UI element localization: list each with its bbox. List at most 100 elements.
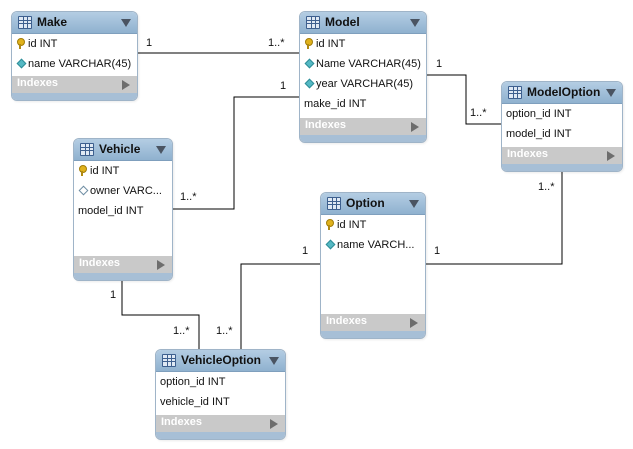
column-row[interactable]: name VARCH... [321, 235, 425, 255]
entity-option[interactable]: Option id INT name VARCH... Indexes [320, 192, 426, 339]
collapse-triangle-icon[interactable] [410, 19, 420, 27]
entity-header[interactable]: Vehicle [74, 139, 172, 161]
entity-title: Vehicle [99, 142, 141, 156]
column-row[interactable]: option_id INT [156, 372, 285, 392]
primary-key-icon [304, 38, 316, 49]
column-text: name VARCH... [337, 239, 415, 251]
column-row[interactable]: id INT [300, 34, 426, 54]
rel-option-vehicleoption[interactable] [240, 263, 320, 349]
column-text: make_id INT [304, 98, 367, 110]
nullable-column-icon [78, 185, 90, 195]
column-row[interactable]: model_id INT [74, 201, 172, 221]
card-model-modeloption-to: 1..* [470, 107, 487, 119]
indexes-section[interactable]: Indexes [321, 314, 425, 338]
nonnull-column-icon [304, 78, 316, 88]
indexes-section[interactable]: Indexes [12, 76, 137, 100]
indexes-label: Indexes [507, 148, 548, 160]
column-text: id INT [28, 38, 58, 50]
indexes-label: Indexes [79, 257, 120, 269]
expand-triangle-icon[interactable] [270, 419, 278, 429]
column-row[interactable]: owner VARC... [74, 181, 172, 201]
expand-triangle-icon[interactable] [157, 260, 165, 270]
table-icon [162, 354, 176, 367]
entity-header[interactable]: Model [300, 12, 426, 34]
entity-model[interactable]: Model id INT Name VARCHAR(45) year VARCH… [299, 11, 427, 143]
indexes-section[interactable]: Indexes [156, 415, 285, 439]
entity-vehicle[interactable]: Vehicle id INT owner VARC... model_id IN… [73, 138, 173, 281]
column-text: Name VARCHAR(45) [316, 58, 421, 70]
card-make-model-to: 1..* [268, 37, 285, 49]
card-model-vehicle-from: 1 [280, 80, 287, 92]
nonnull-column-icon [16, 58, 28, 68]
table-icon [18, 16, 32, 29]
column-text: option_id INT [160, 376, 226, 388]
column-row[interactable]: Name VARCHAR(45) [300, 54, 426, 74]
indexes-section[interactable]: Indexes [502, 147, 622, 171]
column-text: model_id INT [78, 205, 144, 217]
entity-modeloption[interactable]: ModelOption option_id INT model_id INT I… [501, 81, 623, 172]
column-row[interactable]: model_id INT [502, 124, 622, 144]
expand-triangle-icon[interactable] [411, 122, 419, 132]
column-text: id INT [337, 219, 367, 231]
table-icon [80, 143, 94, 156]
entity-title: VehicleOption [181, 353, 262, 367]
expand-triangle-icon[interactable] [410, 318, 418, 328]
entity-header[interactable]: VehicleOption [156, 350, 285, 372]
entity-title: Option [346, 196, 385, 210]
card-make-model-from: 1 [146, 37, 153, 49]
card-option-vehicleoption-from: 1 [302, 245, 309, 257]
entity-header[interactable]: Option [321, 193, 425, 215]
indexes-label: Indexes [326, 315, 367, 327]
column-text: name VARCHAR(45) [28, 58, 132, 70]
rel-model-modeloption[interactable] [426, 74, 501, 125]
rel-model-vehicle[interactable] [172, 96, 299, 210]
primary-key-icon [325, 219, 337, 230]
card-model-vehicle-to: 1..* [180, 191, 197, 203]
card-model-modeloption-from: 1 [436, 58, 443, 70]
collapse-triangle-icon[interactable] [269, 357, 279, 365]
table-icon [327, 197, 341, 210]
primary-key-icon [16, 38, 28, 49]
indexes-label: Indexes [161, 416, 202, 428]
column-text: option_id INT [506, 108, 572, 120]
collapse-triangle-icon[interactable] [121, 19, 131, 27]
table-icon [306, 16, 320, 29]
rel-option-modeloption[interactable] [425, 172, 563, 265]
collapse-triangle-icon[interactable] [606, 89, 616, 97]
column-text: id INT [90, 165, 120, 177]
column-text: year VARCHAR(45) [316, 78, 413, 90]
column-row[interactable]: name VARCHAR(45) [12, 54, 137, 74]
column-row[interactable]: id INT [74, 161, 172, 181]
column-text: vehicle_id INT [160, 396, 230, 408]
rel-vehicle-vehicleoption[interactable] [121, 280, 200, 349]
column-row[interactable]: option_id INT [502, 104, 622, 124]
expand-triangle-icon[interactable] [607, 151, 615, 161]
entity-header[interactable]: ModelOption [502, 82, 622, 104]
column-text: id INT [316, 38, 346, 50]
expand-triangle-icon[interactable] [122, 80, 130, 90]
primary-key-icon [78, 165, 90, 176]
card-option-modeloption-from: 1 [434, 245, 441, 257]
card-option-modeloption-to: 1..* [538, 181, 555, 193]
collapse-triangle-icon[interactable] [156, 146, 166, 154]
table-icon [508, 86, 522, 99]
collapse-triangle-icon[interactable] [409, 200, 419, 208]
column-row[interactable]: id INT [321, 215, 425, 235]
entity-title: ModelOption [527, 85, 601, 99]
column-row[interactable]: vehicle_id INT [156, 392, 285, 412]
nonnull-column-icon [304, 58, 316, 68]
column-row[interactable]: id INT [12, 34, 137, 54]
column-text: owner VARC... [90, 185, 162, 197]
entity-vehicleoption[interactable]: VehicleOption option_id INT vehicle_id I… [155, 349, 286, 440]
indexes-label: Indexes [305, 119, 346, 131]
entity-title: Make [37, 15, 68, 29]
indexes-section[interactable]: Indexes [74, 256, 172, 280]
nonnull-column-icon [325, 239, 337, 249]
indexes-section[interactable]: Indexes [300, 118, 426, 142]
column-text: model_id INT [506, 128, 572, 140]
entity-make[interactable]: Make id INT name VARCHAR(45) Indexes [11, 11, 138, 101]
entity-title: Model [325, 15, 360, 29]
column-row[interactable]: year VARCHAR(45) [300, 74, 426, 94]
column-row[interactable]: make_id INT [300, 94, 426, 114]
entity-header[interactable]: Make [12, 12, 137, 34]
